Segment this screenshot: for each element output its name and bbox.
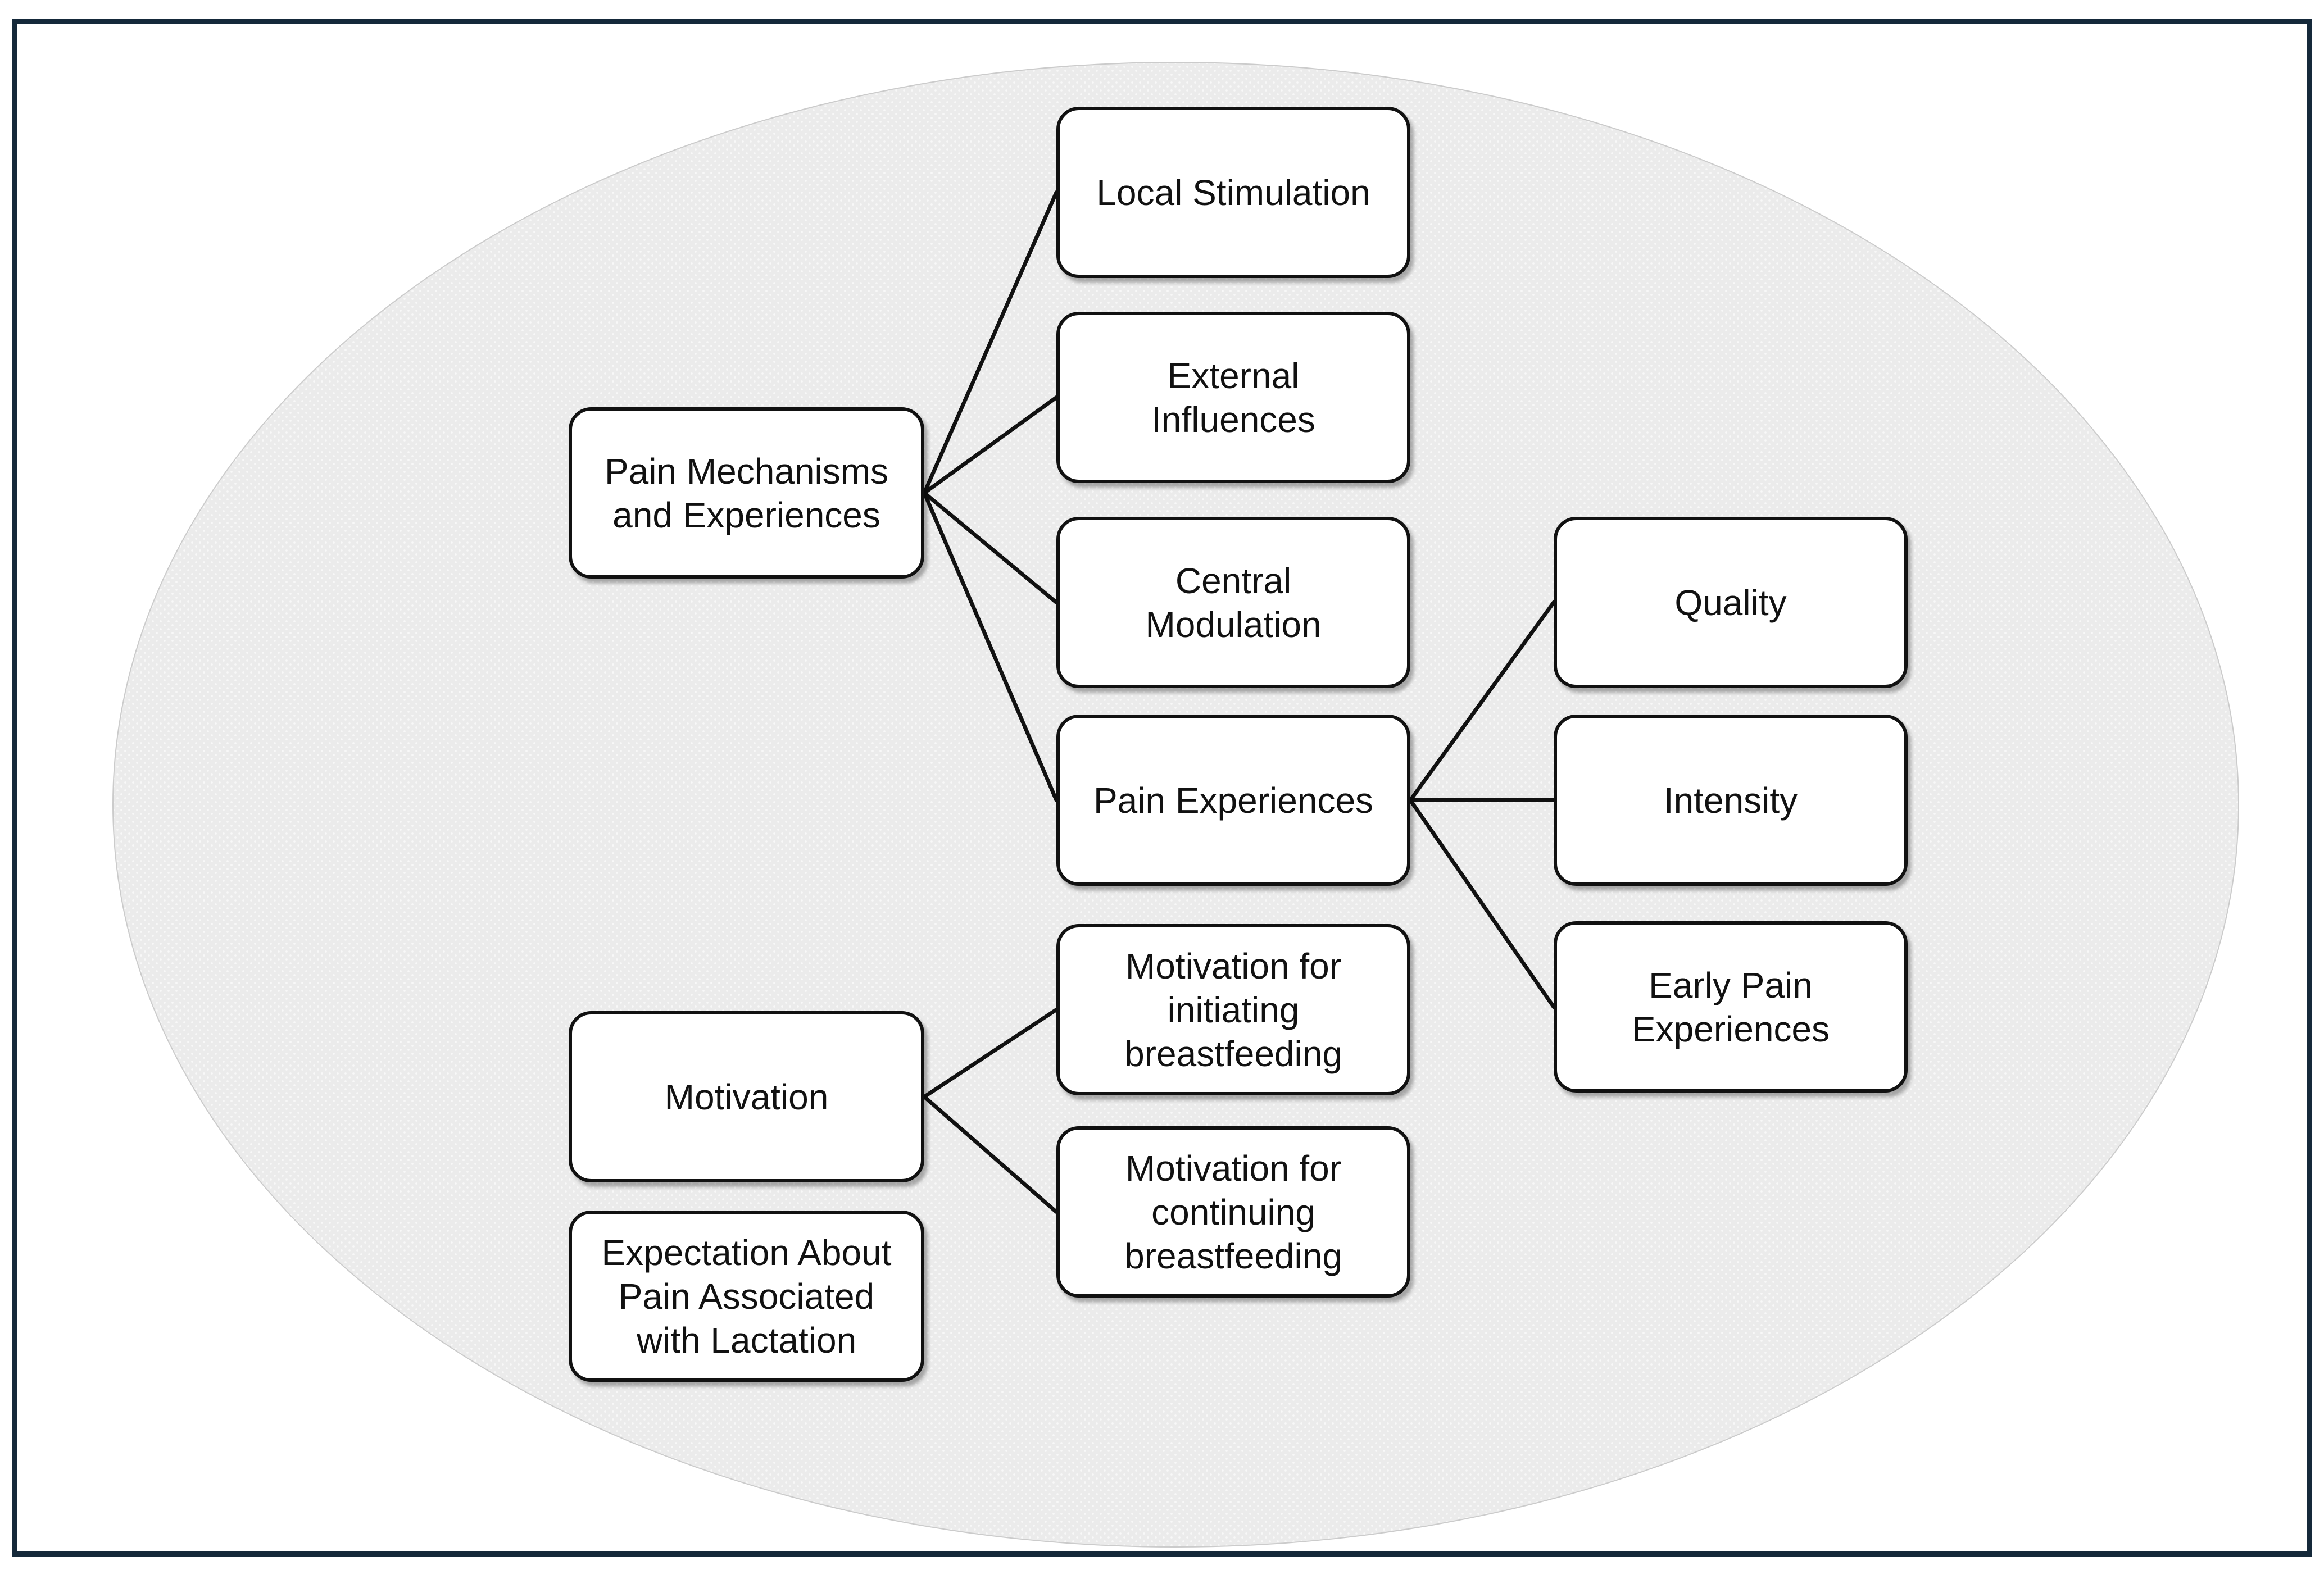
node-pain-mechanisms: Pain Mechanisms and Experiences	[569, 407, 924, 579]
node-external-influences: External Influences	[1056, 312, 1410, 483]
node-motivation: Motivation	[569, 1011, 924, 1182]
node-quality: Quality	[1554, 517, 1908, 688]
node-intensity: Intensity	[1554, 715, 1908, 886]
node-central-modulation: Central Modulation	[1056, 517, 1410, 688]
node-pain-experiences: Pain Experiences	[1056, 715, 1410, 886]
node-early-pain-experiences: Early Pain Experiences	[1554, 921, 1908, 1093]
node-expectation: Expectation About Pain Associated with L…	[569, 1211, 924, 1382]
node-motivation-continuing: Motivation for continuing breastfeeding	[1056, 1126, 1410, 1298]
node-motivation-initiating: Motivation for initiating breastfeeding	[1056, 924, 1410, 1095]
node-local-stimulation: Local Stimulation	[1056, 107, 1410, 278]
